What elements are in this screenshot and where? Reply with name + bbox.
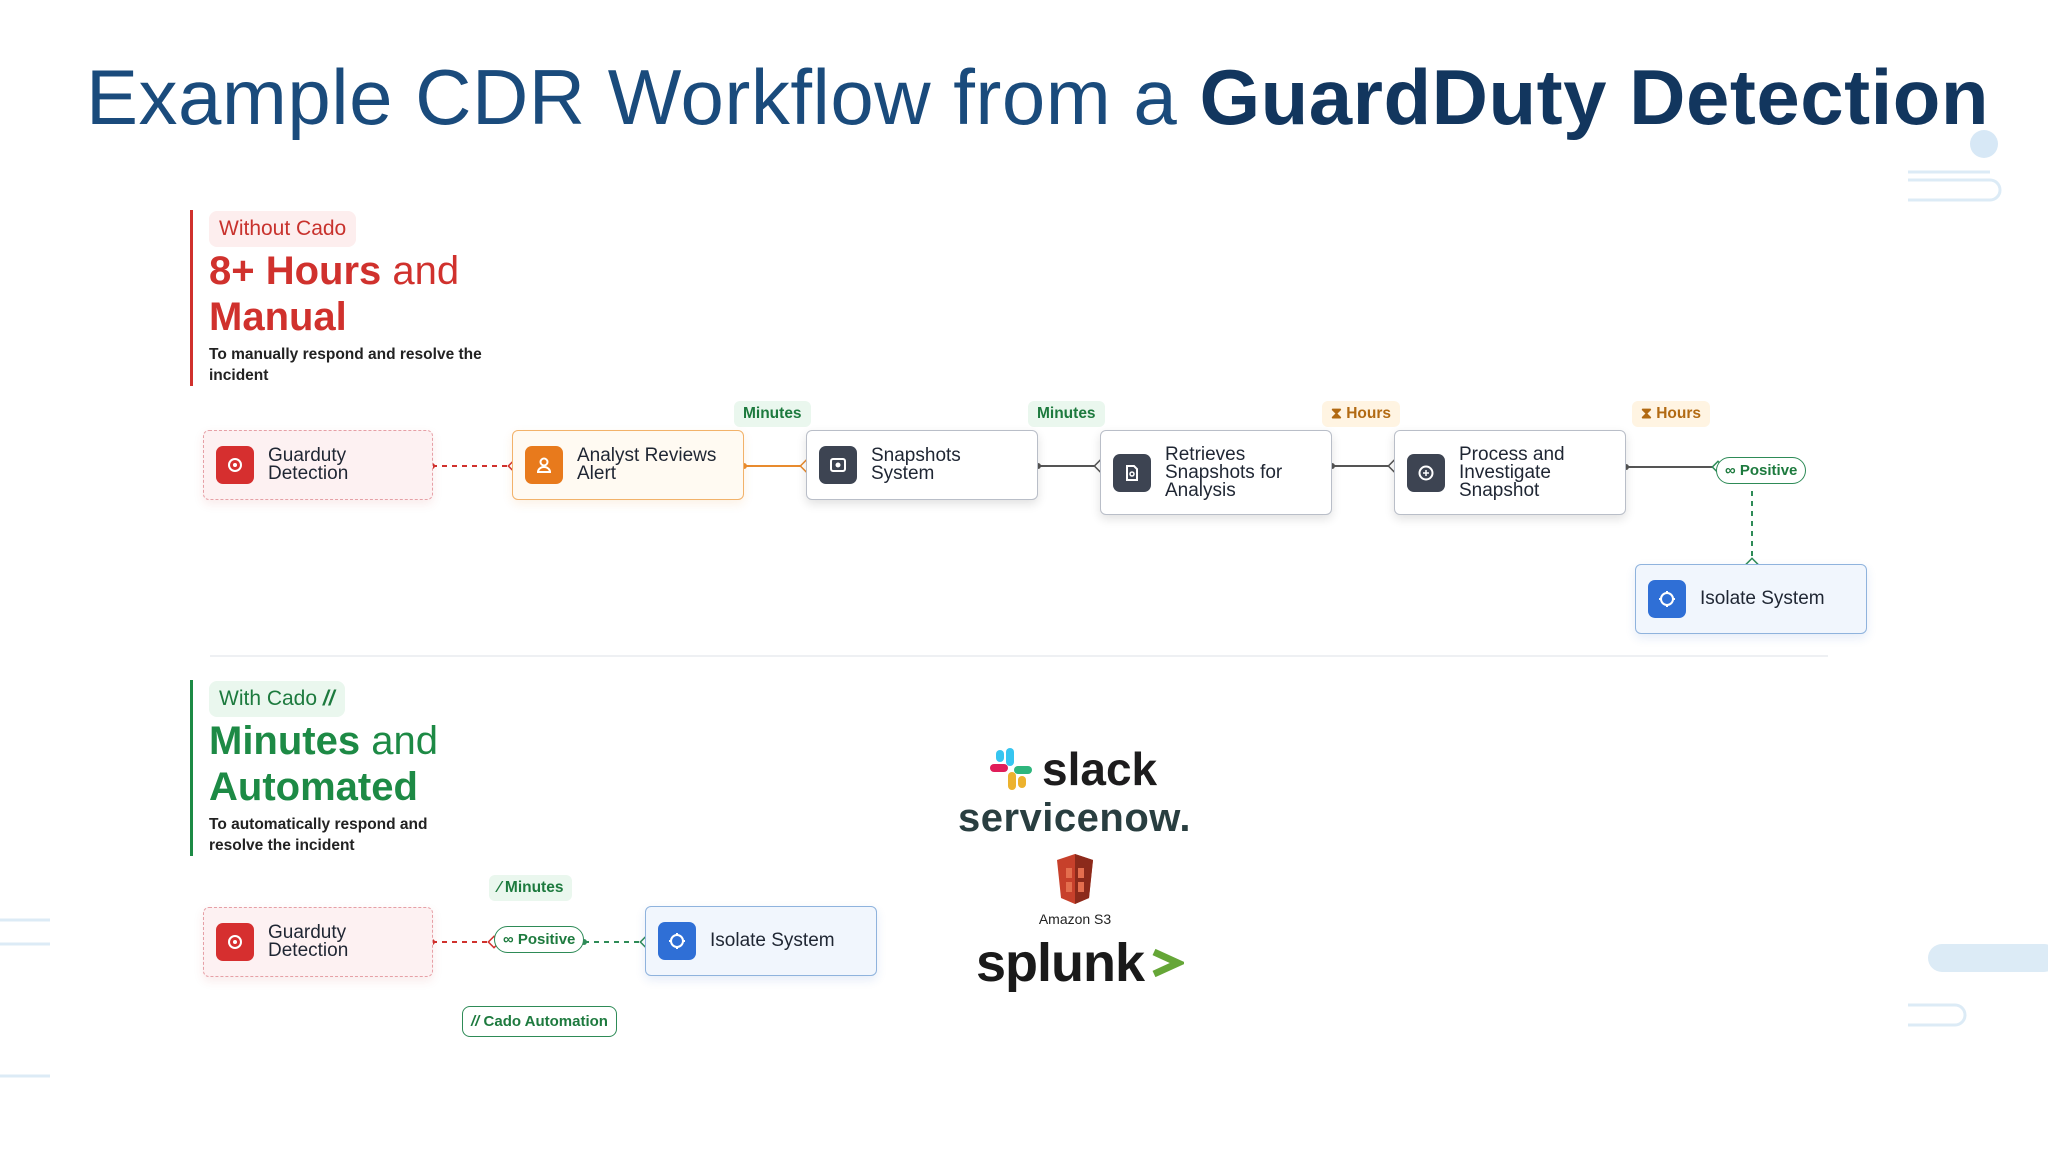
without-subtitle: To manually respond and resolve the inci… xyxy=(209,346,482,384)
cado-automation-chip: // Cado Automation xyxy=(462,1006,617,1037)
positive-chip: ∞ Positive xyxy=(494,926,585,953)
page-title: Example CDR Workflow from a GuardDuty De… xyxy=(86,53,1990,141)
link-icon: ∞ xyxy=(503,931,518,948)
guardduty-icon xyxy=(216,923,254,961)
isolate-system-node[interactable]: Isolate System xyxy=(645,906,877,976)
servicenow-logo: servicenow. xyxy=(958,796,1192,840)
time-tag: ⁄ Minutes xyxy=(489,875,573,901)
camera-icon xyxy=(819,446,857,484)
positive-chip: ∞ Positive xyxy=(1716,457,1807,484)
splunk-logo: splunk xyxy=(976,932,1185,994)
hourglass-icon: ⧗ xyxy=(1331,405,1347,422)
node-label: Guarduty Detection xyxy=(268,922,349,961)
slack-logo: slack xyxy=(988,742,1157,796)
time-tag: ⧗ Hours xyxy=(1632,401,1710,427)
section-divider-red xyxy=(190,210,193,386)
node-label: Retrieves Snapshots for Analysis xyxy=(1165,443,1283,501)
cado-logo-icon: // xyxy=(317,687,335,710)
without-headline: 8+ Hours and Manual xyxy=(209,249,460,339)
node-label: Process and Investigate Snapshot xyxy=(1459,443,1565,501)
s3-label: Amazon S3 xyxy=(1038,911,1112,927)
link-icon: ∞ xyxy=(1725,462,1740,479)
time-tag: ⧗ Hours xyxy=(1322,401,1400,427)
amazon-s3-logo: Amazon S3 xyxy=(1032,852,1118,927)
with-subtitle: To automatically respond and resolve the… xyxy=(209,816,428,854)
without-cado-pill: Without Cado xyxy=(209,211,357,247)
cado-logo-icon: // xyxy=(471,1013,484,1030)
time-tag: Minutes xyxy=(1028,401,1105,427)
time-tag: Minutes xyxy=(734,401,811,427)
with-cado-pill: With Cado // xyxy=(209,681,345,717)
slack-wordmark: slack xyxy=(1042,743,1158,795)
isolate-icon xyxy=(1648,580,1686,618)
lightning-icon: ⁄ xyxy=(498,879,505,896)
node-label: Snapshots System xyxy=(871,445,961,484)
node-label: Isolate System xyxy=(710,930,835,951)
guardduty-detection-node[interactable]: Guarduty Detection xyxy=(203,907,433,977)
section-divider-green xyxy=(190,680,193,856)
slack-icon xyxy=(990,748,1032,790)
analyst-reviews-alert-node[interactable]: Analyst Reviews Alert xyxy=(512,430,744,500)
retrieves-snapshots-node[interactable]: Retrieves Snapshots for Analysis xyxy=(1100,430,1332,515)
snapshots-system-node[interactable]: Snapshots System xyxy=(806,430,1038,500)
node-label: Isolate System xyxy=(1700,588,1825,609)
process-icon xyxy=(1407,453,1445,492)
splunk-wordmark: splunk xyxy=(976,933,1145,993)
isolate-system-node[interactable]: Isolate System xyxy=(1635,564,1867,634)
splunk-chevron-icon xyxy=(1152,948,1185,978)
with-headline: Minutes and Automated xyxy=(209,719,438,809)
isolate-icon xyxy=(658,922,696,960)
file-search-icon xyxy=(1113,453,1151,492)
hourglass-icon: ⧗ xyxy=(1641,405,1657,422)
guardduty-detection-node[interactable]: Guarduty Detection xyxy=(203,430,433,500)
s3-bucket-icon xyxy=(1057,854,1093,904)
node-label: Guarduty Detection xyxy=(268,445,349,484)
node-label: Analyst Reviews Alert xyxy=(577,445,717,484)
user-icon xyxy=(525,446,563,484)
guardduty-icon xyxy=(216,446,254,484)
process-investigate-node[interactable]: Process and Investigate Snapshot xyxy=(1394,430,1626,515)
